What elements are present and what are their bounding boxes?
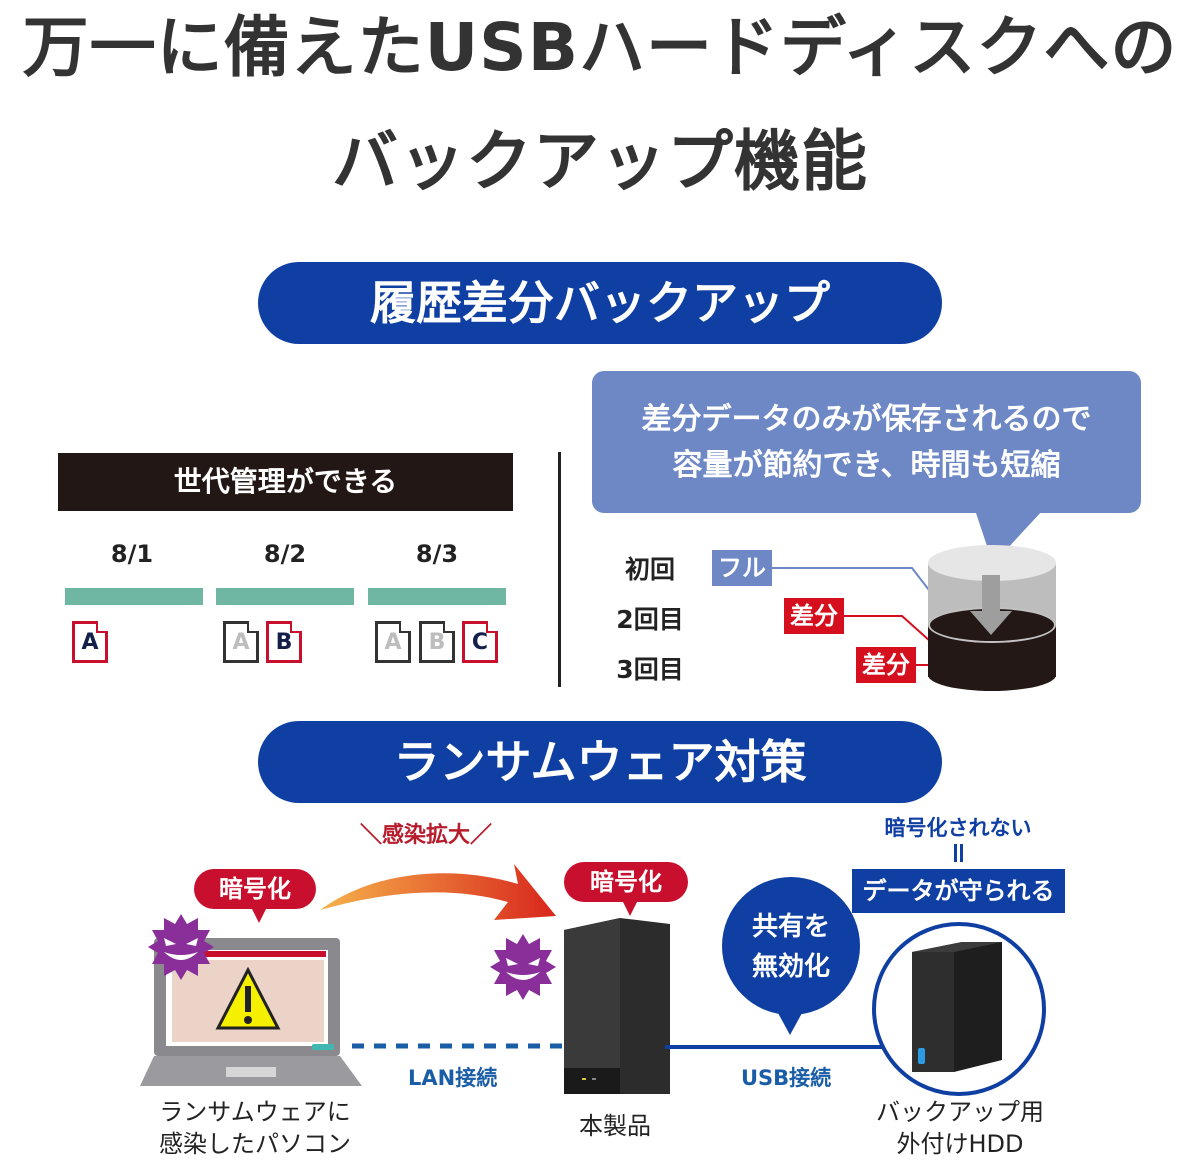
date-label: 8/2 [263,540,307,568]
section-heading-ransomware: ランサムウェア対策 [258,721,942,803]
virus-icon [490,934,556,1000]
section-heading-incremental-backup: 履歴差分バックアップ [258,262,942,344]
disable-sharing-line2: 無効化 [751,952,830,982]
diff-callout: 差分データのみが保存されるので 容量が節約でき、時間も短縮 [592,371,1141,513]
lan-connection-line [352,1043,562,1049]
divider [558,452,561,687]
lan-connection-label: LAN接続 [408,1066,498,1090]
storage-cylinder-icon [928,545,1056,691]
file-icon: C [462,621,498,663]
file-icon: B [266,621,302,663]
nas-caption: 本製品 [579,1112,651,1140]
laptop-icon [140,938,362,1086]
external-hdd-icon [912,942,1002,1072]
timeline-bar [368,588,506,605]
timeline-bar [216,588,354,605]
page-title-line1: 万一に備えたUSBハードディスクへの [22,9,1178,86]
timeline-bar [65,588,203,605]
diff-tag: 差分 [784,598,844,634]
callout-line2: 容量が節約でき、時間も短縮 [672,448,1061,483]
infected-pc-caption: ランサムウェアに 感染したパソコン [159,1098,351,1158]
spread-text: 感染拡大 [382,823,471,848]
backup-count-third: 3回目 [616,655,684,684]
page-title-line2: バックアップ機能 [332,123,868,200]
date-label: 8/3 [415,540,459,568]
encrypted-bubble-pc: 暗号化 [194,869,316,923]
backup-hdd-caption: バックアップ用 外付けHDD [876,1098,1044,1158]
virus-icon [148,914,214,980]
diff-tag: 差分 [856,647,916,683]
data-protected-label: データが守られる [852,869,1065,913]
usb-connection-line [665,1045,915,1049]
infection-spread-label: ＼感染拡大／ [360,823,493,848]
backup-count-second: 2回目 [616,605,684,634]
infection-arrow-icon [320,864,556,920]
callout-line1: 差分データのみが保存されるので [641,402,1092,437]
nas-device-icon [564,918,670,1094]
file-icon: B [419,621,455,663]
full-tag: フル [712,550,772,586]
file-icon: A [375,621,411,663]
file-icon: A [223,621,259,663]
disable-sharing-bubble: 共有を 無効化 [722,877,860,1035]
usb-connection-label: USB接続 [741,1066,832,1090]
encrypted-bubble-nas: 暗号化 [564,862,688,916]
not-encrypted-label: 暗号化されない [884,816,1032,840]
generation-management-label: 世代管理ができる [58,453,513,511]
date-label: 8/1 [110,540,154,568]
backup-count-first: 初回 [624,555,675,584]
file-icon: A [72,621,108,663]
disable-sharing-line1: 共有を [751,912,830,942]
